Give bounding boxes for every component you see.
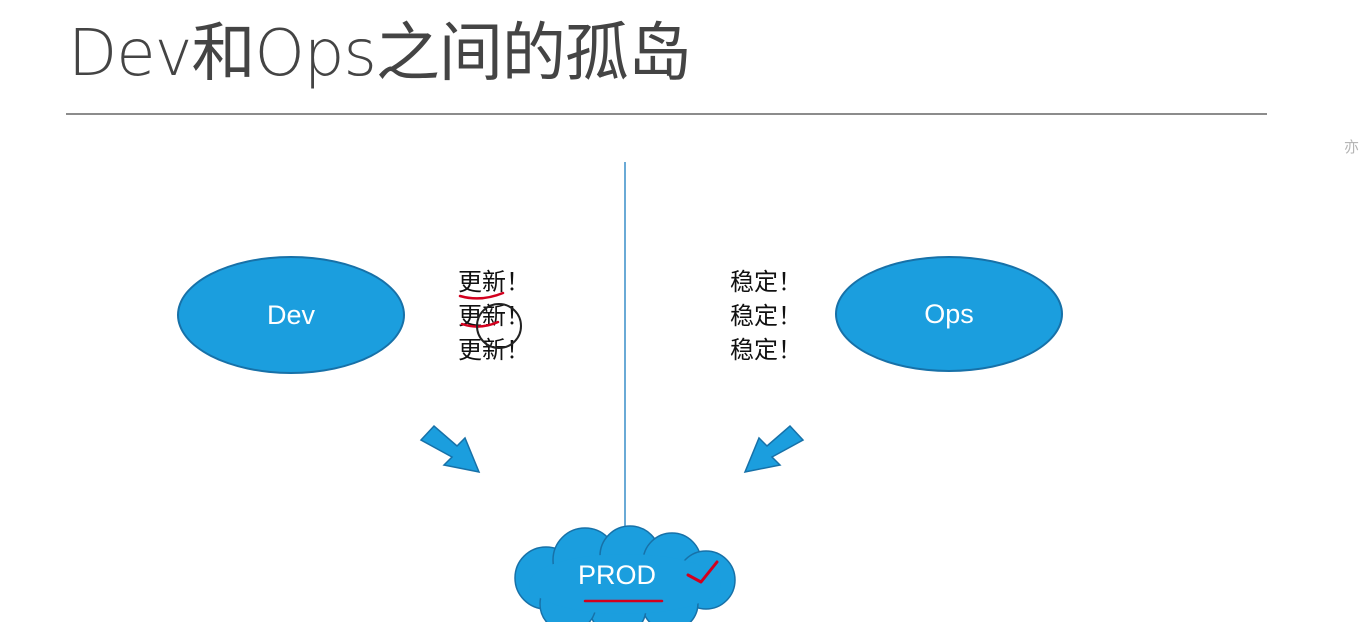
edge-character: 亦: [1344, 138, 1359, 156]
dev-ellipse: Dev: [177, 256, 405, 374]
prod-label: PROD: [578, 560, 657, 590]
dev-shout-2-underline: [460, 320, 500, 328]
dev-shout-list: 更新！ 更新！ 更新！: [458, 265, 530, 367]
ink-annotations: [458, 291, 719, 603]
ops-shout-1: 稳定！: [730, 268, 802, 296]
dev-shout-1: 更新！: [458, 268, 530, 296]
ops-to-prod-arrow: [743, 424, 805, 474]
ops-ellipse: Ops: [835, 256, 1063, 372]
dev-to-prod-arrow: [419, 424, 481, 474]
title-divider: [66, 113, 1267, 115]
cursor-ring-icon: [476, 303, 522, 349]
dev-ops-divider-line: [624, 162, 626, 542]
dev-shout-3: 更新！: [458, 336, 530, 364]
ops-shout-2: 稳定！: [730, 302, 802, 330]
ops-label: Ops: [924, 298, 974, 329]
prod-cloud: [514, 525, 736, 622]
dev-shout-1-underline: [458, 291, 505, 300]
checkmark-icon: [686, 560, 719, 584]
dev-label: Dev: [266, 299, 315, 330]
ops-shout-3: 稳定！: [730, 336, 802, 364]
ops-shout-list: 稳定！ 稳定！ 稳定！: [730, 265, 802, 367]
slide-title: Dev和Ops之间的孤岛: [68, 17, 692, 91]
